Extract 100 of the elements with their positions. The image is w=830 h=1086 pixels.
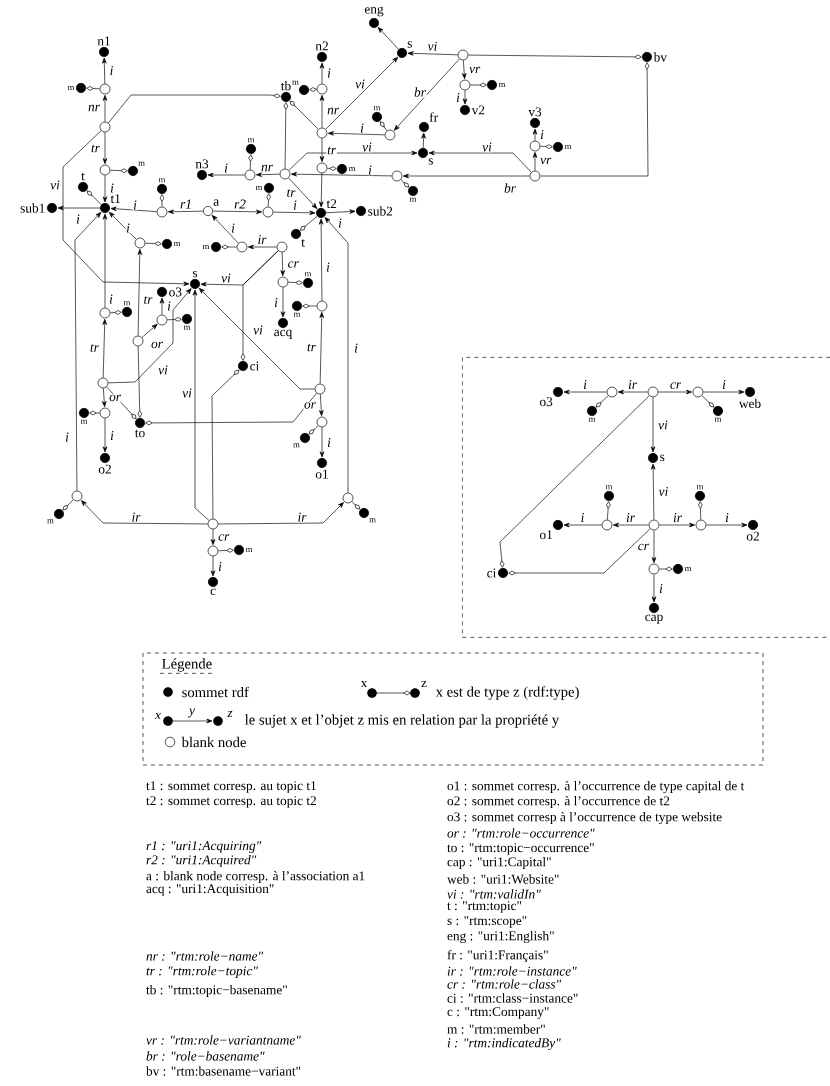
labeled-vertex: v3 bbox=[528, 107, 542, 128]
arrow bbox=[192, 289, 210, 521]
arrow bbox=[101, 388, 107, 408]
node-label: sub1 bbox=[20, 203, 45, 213]
labeled-vertex: t bbox=[291, 229, 305, 247]
definition-text: m : "rtm:member" bbox=[447, 1024, 545, 1034]
definition-text: t : "rtm:topic" bbox=[447, 901, 522, 913]
node-label: m bbox=[255, 185, 263, 191]
arrow bbox=[74, 212, 102, 491]
diamond-connector bbox=[468, 54, 642, 60]
arrow bbox=[211, 215, 239, 244]
variable-letter: z bbox=[421, 680, 427, 688]
edge-label: nr bbox=[87, 104, 101, 112]
node-label: m bbox=[247, 138, 255, 143]
definition-text: eng : "uri1:English" bbox=[447, 930, 554, 944]
edge-label: br bbox=[503, 182, 517, 194]
dashed-frame bbox=[462, 357, 830, 638]
labeled-vertex: m bbox=[487, 80, 506, 90]
labeled-vertex: m bbox=[292, 301, 302, 317]
edge-label: vi bbox=[49, 179, 61, 191]
arrow bbox=[218, 502, 344, 525]
blank-node bbox=[529, 140, 541, 152]
diamond-connector bbox=[240, 250, 279, 361]
node-label: cap bbox=[645, 614, 663, 624]
definition-text: ci : "rtm:class−instance" bbox=[447, 993, 578, 1003]
edge-label: i bbox=[292, 199, 298, 211]
definition-text: o2 : sommet corresp. à l’occurrence de t2 bbox=[447, 795, 670, 809]
edge-label: nr bbox=[326, 107, 340, 115]
arrow bbox=[428, 150, 532, 173]
labeled-vertex: m bbox=[157, 178, 167, 194]
edge-label: ir bbox=[130, 511, 142, 523]
labeled-vertex: eng bbox=[364, 6, 384, 28]
blank-node bbox=[647, 386, 659, 398]
arrow bbox=[532, 152, 538, 171]
edge-label: cr bbox=[669, 381, 682, 390]
arrow bbox=[247, 244, 277, 250]
arrow bbox=[273, 210, 316, 216]
arrow bbox=[81, 500, 208, 525]
arrow bbox=[324, 217, 349, 493]
arrow bbox=[198, 287, 315, 390]
labeled-vertex: m bbox=[359, 508, 376, 523]
arrow bbox=[650, 463, 656, 520]
node-label: t bbox=[81, 172, 85, 181]
blank-node bbox=[529, 170, 541, 182]
edge-label: i bbox=[455, 92, 461, 103]
labeled-vertex: n3 bbox=[195, 159, 209, 180]
edge-label: cr bbox=[286, 260, 300, 269]
node-label: m bbox=[47, 519, 54, 524]
node-label: n2 bbox=[315, 41, 328, 51]
legend-text: le sujet x et l’objet z mis en relation par la propriété y bbox=[244, 714, 560, 728]
blank-node bbox=[316, 300, 328, 312]
blank-node bbox=[277, 276, 289, 288]
arrow bbox=[280, 252, 285, 277]
labeled-vertex: m bbox=[337, 164, 356, 174]
labeled-vertex: s bbox=[418, 148, 433, 165]
arrow bbox=[319, 95, 325, 128]
arrow bbox=[402, 173, 530, 179]
edge-label: i bbox=[539, 129, 545, 140]
blank-node bbox=[99, 121, 111, 133]
edge-label: i bbox=[108, 65, 115, 76]
node-label: m bbox=[183, 325, 191, 330]
node-label: m bbox=[292, 80, 299, 85]
blank-node bbox=[316, 127, 328, 139]
diamond-connector bbox=[62, 499, 74, 511]
edge-label: r1 bbox=[179, 198, 193, 210]
node-label: m bbox=[369, 518, 376, 523]
edge-label: vr bbox=[539, 157, 553, 165]
edge-label: i bbox=[217, 561, 223, 572]
arrow bbox=[462, 90, 468, 105]
labeled-vertex: o2 bbox=[746, 520, 759, 541]
edge-label: tr bbox=[89, 343, 100, 353]
definition-text: vi : "rtm:validIn" bbox=[447, 889, 541, 899]
edge-label: cr bbox=[217, 533, 231, 542]
arrow bbox=[290, 171, 392, 177]
edge-label: i bbox=[582, 379, 588, 390]
node-label: o1 bbox=[315, 469, 328, 479]
arrow bbox=[650, 397, 656, 453]
labeled-vertex: fr bbox=[419, 112, 438, 132]
blank-node bbox=[207, 518, 219, 530]
node-label: n1 bbox=[97, 36, 110, 46]
edge-label: cr bbox=[636, 543, 650, 551]
definition-text: t2 : sommet corresp. au topic t2 bbox=[146, 796, 316, 808]
diamond-connector bbox=[159, 194, 165, 207]
blank-node bbox=[276, 241, 288, 253]
arrow bbox=[421, 132, 426, 149]
labeled-vertex: m bbox=[303, 272, 313, 288]
variable-letter: z bbox=[227, 710, 233, 718]
edge-label: tr bbox=[326, 145, 337, 156]
edge-label: i bbox=[132, 199, 138, 211]
edge-label: vi bbox=[426, 41, 439, 52]
blank-node bbox=[342, 492, 354, 504]
arrow bbox=[325, 209, 356, 214]
arrow bbox=[319, 311, 324, 384]
labeled-vertex: m bbox=[246, 138, 256, 154]
edge-label: i bbox=[724, 512, 730, 523]
definition-text: bv : "rtm:basename−variant" bbox=[146, 1066, 301, 1076]
labeled-vertex: cap bbox=[645, 603, 663, 624]
arrow bbox=[319, 394, 324, 417]
arrow bbox=[102, 132, 108, 165]
edge-label: ir bbox=[256, 234, 268, 245]
